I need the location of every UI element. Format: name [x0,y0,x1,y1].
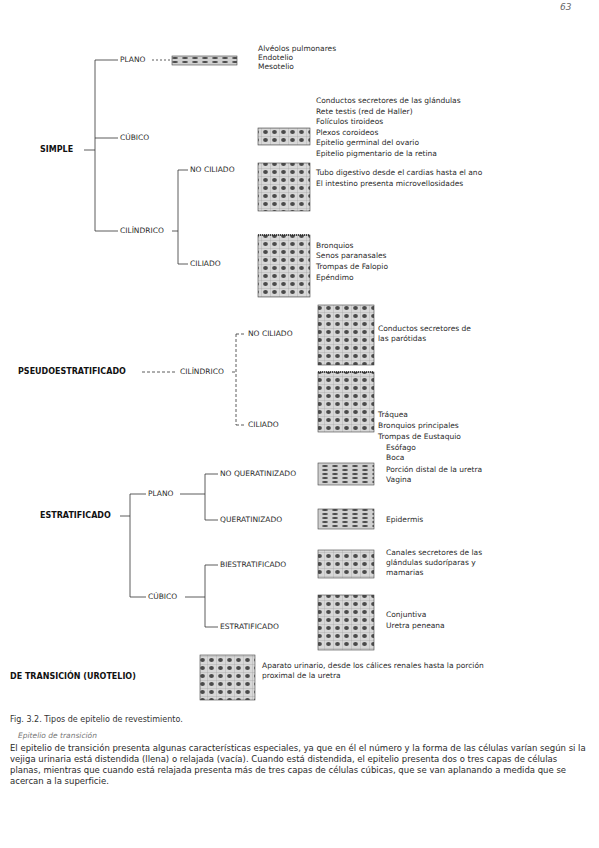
location-item: Trompas de Eustaquio [378,432,461,442]
subtype-label: CILIADO [248,420,279,430]
type-label: PLANO [120,55,146,65]
epithelium-illustration [172,56,237,65]
location-item: Aparato urinario, desde los cálices rena… [262,661,492,681]
location-item: Bronquios [316,241,354,251]
location-item: Epidermis [386,515,423,525]
location-item: Folículos tiroideos [316,117,383,127]
location-item: Vagina [386,475,411,485]
location-item: Tráquea [378,410,408,420]
tree-bracket [185,565,218,627]
location-item: Conductos secretores de las parótidas [378,324,473,344]
section-heading: Epitelio de transición [18,731,97,741]
subtype-label: ESTRATIFICADO [220,622,279,632]
type-label: CÚBICO [120,133,149,143]
epithelium-illustration [258,128,310,145]
location-item: Porción distal de la uretra [386,465,482,475]
epithelium-illustration [318,550,374,578]
location-item: Canales secretores de las glándulas sudo… [386,548,491,578]
tree-bracket [180,474,218,520]
subtype-label: NO CILIADO [248,329,293,339]
location-item: El intestino presenta microvellosidades [316,179,463,189]
category-label: SIMPLE [40,145,73,155]
location-item: Mesotelio [258,62,294,72]
epithelium-illustration [318,509,374,529]
location-item: Boca [386,453,404,463]
type-label: PLANO [148,489,174,499]
subtype-label: CILIADO [190,259,221,269]
location-item: Plexos coroideos [316,128,378,138]
location-item: Tubo digestivo desde el cardias hasta el… [316,168,482,178]
category-label: DE TRANSICIÓN (UROTELIO) [10,672,136,682]
epithelium-illustration [258,235,310,297]
location-item: Epéndimo [316,273,354,283]
subtype-label: NO CILIADO [190,165,235,175]
location-item: Epitelio pigmentario de la retina [316,149,437,159]
location-item: Esófago [386,443,416,453]
page-number: 63 [560,2,571,12]
tree-bracket [142,334,246,425]
location-item: Bronquios principales [378,421,459,431]
tree-bracket [172,170,188,264]
epithelium-illustration [318,463,374,485]
location-item: Rete testis (red de Haller) [316,107,413,117]
tree-lines [84,60,246,627]
type-label: CILÍNDRICO [180,367,224,377]
category-label: PSEUDOESTRATIFICADO [18,367,126,377]
tree-bracket [84,60,118,231]
subtype-label: QUERATINIZADO [220,515,282,525]
location-item: Conductos secretores de las glándulas [316,96,461,106]
body-paragraph: El epitelio de transición presenta algun… [10,743,588,787]
subtype-label: BIESTRATIFICADO [220,560,286,570]
category-label: ESTRATIFICADO [40,511,111,521]
epithelium-illustration [200,655,255,700]
location-item: Senos paranasales [316,251,387,261]
epithelium-illustration [258,163,310,211]
location-item: Alvéolos pulmonares [258,44,336,54]
subtype-label: NO QUERATINIZADO [220,469,296,479]
epithelium-illustration [318,305,374,365]
type-label: CÚBICO [148,592,177,602]
location-item: Trompas de Falopio [316,262,388,272]
figure-caption: Fig. 3.2. Tipos de epitelio de revestimi… [10,715,183,725]
type-label: CILÍNDRICO [120,226,164,236]
tree-bracket [120,494,146,597]
location-item: Conjuntiva [386,610,426,620]
epithelium-illustration [318,595,374,650]
epithelium-illustration [318,372,374,432]
location-item: Uretra peneana [386,621,445,631]
location-item: Endotelio [258,53,293,63]
leader-line [152,60,170,61]
location-item: Epitelio germinal del ovario [316,138,419,148]
